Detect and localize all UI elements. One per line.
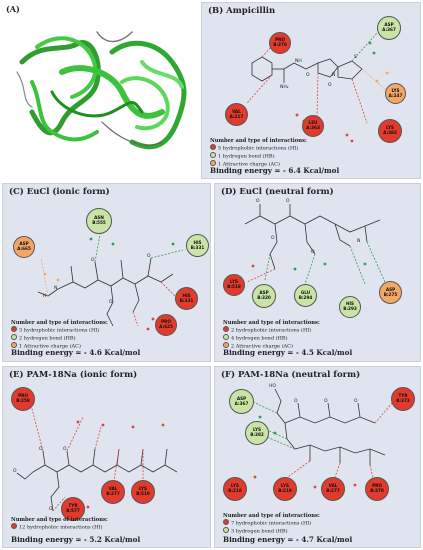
legend-b: Number and type of interactions: 5 hydro… xyxy=(210,138,307,168)
pam18na-neutral-structure xyxy=(252,388,394,489)
hydrophobic-dot-icon xyxy=(210,144,216,151)
atom-label-o: O xyxy=(39,447,43,452)
protein-ribbon-illustration xyxy=(16,31,187,150)
eucl-neutral-structure xyxy=(244,204,386,285)
atom-label-o: O xyxy=(109,300,113,305)
binding-energy-d: Binding energy = - 4.5 Kcal/mol xyxy=(223,348,353,357)
atom-label-h: H xyxy=(43,294,47,299)
attractive-charge-dot-icon xyxy=(223,342,229,349)
hydrophobic-dot-icon xyxy=(11,326,17,333)
panel-e-title: (E) PAM-18Na (ionic form) xyxy=(9,370,138,380)
atom-label-o: O xyxy=(354,399,358,404)
atom-label-o: O xyxy=(91,258,95,263)
panel-c-title: (C) EuCl (ionic form) xyxy=(9,187,110,197)
binding-energy-b: Binding energy = - 6.4 Kcal/mol xyxy=(210,166,340,175)
atom-label-o: O xyxy=(271,236,275,241)
atom-label-o: O xyxy=(256,199,260,204)
atom-label-ho: HO xyxy=(269,384,276,389)
panel-b-title: (B) Ampicillin xyxy=(208,6,276,16)
atom-label-o: O xyxy=(324,399,328,404)
hydrogen-bond-dot-icon xyxy=(223,527,229,534)
panel-f-title: (F) PAM-18Na (neutral form) xyxy=(221,370,361,380)
panel-f: (F) PAM-18Na (neutral form) HO O O O ASP… xyxy=(214,366,421,548)
binding-energy-e: Binding energy = - 5.2 Kcal/mol xyxy=(11,535,141,544)
atom-label-n: N xyxy=(332,73,336,78)
eucl-ionic-structure xyxy=(37,228,184,331)
atom-label-o: O xyxy=(328,83,332,88)
legend-f: Number and type of interactions: 7 hydro… xyxy=(223,513,320,535)
hydrogen-bond-dot-icon xyxy=(210,152,216,159)
atom-label-nh: NH xyxy=(295,59,302,64)
binding-energy-c: Binding energy = - 4.6 Kcal/mol xyxy=(11,348,141,357)
legend-e: Number and type of interactions: 12 hydr… xyxy=(11,517,108,531)
binding-energy-f: Binding energy = - 4.7 Kcal/mol xyxy=(223,535,353,544)
attractive-charge-dot-icon xyxy=(210,160,216,167)
atom-label-o: O xyxy=(294,399,298,404)
panel-a: (A) xyxy=(2,2,198,167)
legend-c: Number and type of interactions: 3 hydro… xyxy=(11,320,108,350)
atom-label-o: O xyxy=(147,254,151,259)
hydrophobic-dot-icon xyxy=(11,523,17,530)
atom-label-o: O xyxy=(311,250,315,255)
atom-label-o: O xyxy=(63,447,67,452)
atom-label-nh2: NH₂ xyxy=(280,85,289,90)
hydrogen-bond-dot-icon xyxy=(223,334,229,341)
atom-label-n: N xyxy=(357,239,361,244)
legend-d: Number and type of interactions: 2 hydro… xyxy=(223,320,320,350)
atom-label-o: O xyxy=(13,469,17,474)
atom-label-o: O xyxy=(286,199,290,204)
hydrogen-bond-dot-icon xyxy=(11,334,17,341)
panel-a-label: (A) xyxy=(6,4,20,14)
hydrophobic-dot-icon xyxy=(223,519,229,526)
panel-d-title: (D) EuCl (neutral form) xyxy=(221,187,334,197)
atom-label-s: S xyxy=(354,55,357,60)
atom-label-o: O xyxy=(49,507,53,512)
attractive-charge-dot-icon xyxy=(11,342,17,349)
atom-label-n: N xyxy=(54,286,58,291)
atom-label-o: O xyxy=(306,73,310,78)
hydrophobic-dot-icon xyxy=(223,326,229,333)
